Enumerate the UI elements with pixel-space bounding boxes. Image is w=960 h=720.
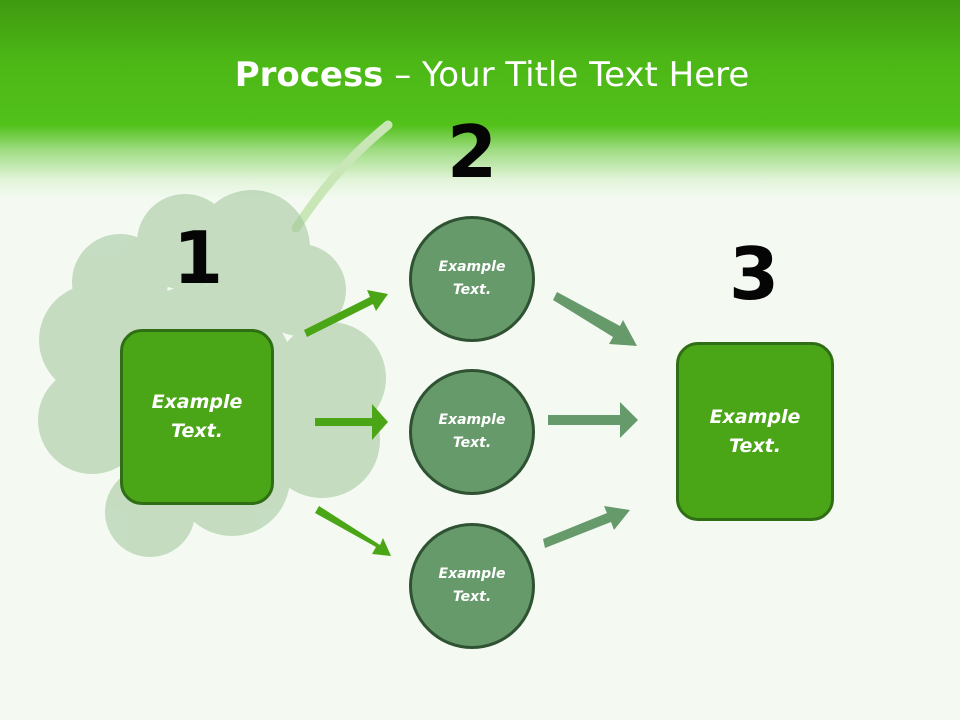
circle-text-line1: Example xyxy=(438,259,506,275)
circle-text-line2: Text. xyxy=(452,282,492,298)
step-1-box: Example Text. xyxy=(120,329,274,505)
arrow-from-circle-1 xyxy=(553,292,637,346)
step-3-text-line1: Example xyxy=(709,405,801,428)
title-rest: – Your Title Text Here xyxy=(383,55,750,95)
step-number-1: 1 xyxy=(172,216,224,300)
circle-text-line2: Text. xyxy=(452,589,492,605)
step-number-3: 3 xyxy=(728,232,780,316)
step-3-text-line2: Text. xyxy=(729,434,781,457)
circle-text-line1: Example xyxy=(438,412,506,428)
step-2-circle-top: Example Text. xyxy=(409,216,535,342)
page-title: Process – Your Title Text Here xyxy=(0,52,960,98)
circle-text-line1: Example xyxy=(438,566,506,582)
arrow-from-circle-3 xyxy=(543,506,630,548)
title-bold: Process xyxy=(234,55,384,95)
circle-text-line2: Text. xyxy=(452,435,492,451)
step-1-text-line1: Example xyxy=(151,391,243,413)
step-2-circle-bottom: Example Text. xyxy=(409,523,535,649)
step-3-box: Example Text. xyxy=(676,342,834,521)
step-1-text-line2: Text. xyxy=(171,420,223,442)
arrow-from-circle-2 xyxy=(548,402,638,438)
arrow-to-circle-2 xyxy=(315,404,388,440)
step-2-circle-middle: Example Text. xyxy=(409,369,535,495)
arrow-to-circle-3 xyxy=(315,506,391,556)
header-band xyxy=(0,0,960,200)
step-number-2: 2 xyxy=(446,110,498,194)
arrow-to-circle-1 xyxy=(304,290,388,337)
